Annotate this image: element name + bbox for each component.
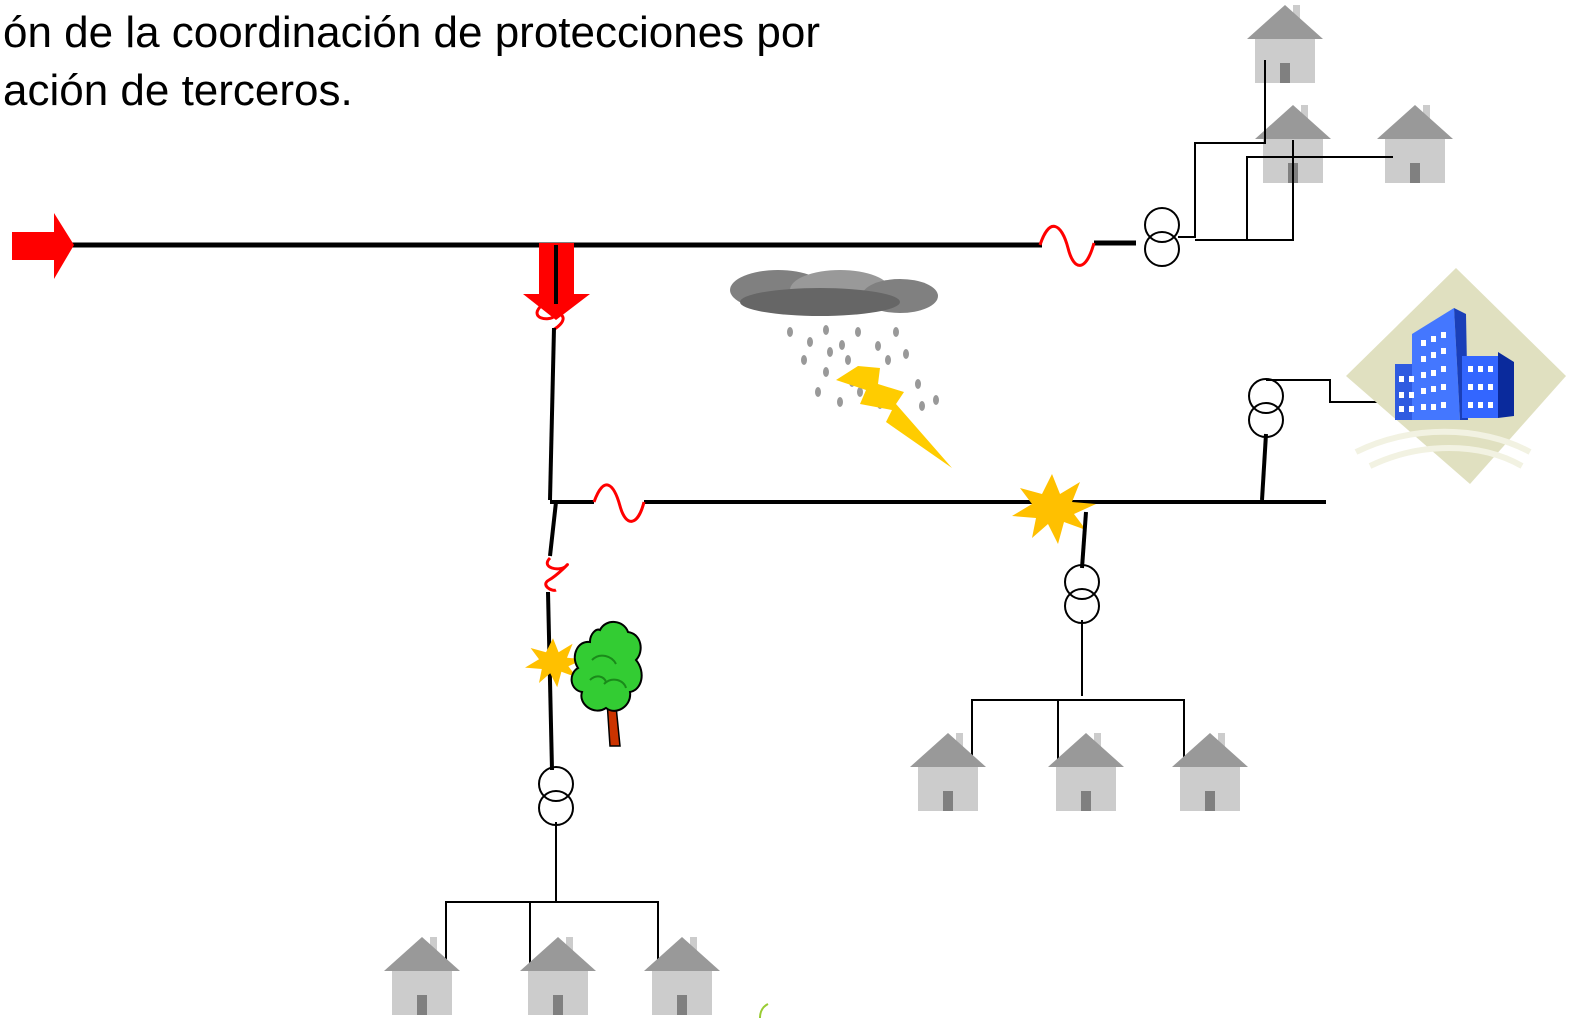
house-cluster-right: [910, 733, 1248, 811]
house-icon: [384, 937, 460, 1015]
house-icon: [644, 937, 720, 1015]
tap-line: [1260, 433, 1268, 501]
service-line-building: [1266, 379, 1396, 403]
arrow-right-icon: [12, 213, 74, 279]
lightning-icon: [836, 366, 952, 468]
transformer-icon: [1064, 564, 1100, 624]
title-line-2: ación de terceros.: [3, 66, 353, 115]
service-lines-right: [971, 620, 1185, 770]
fuse-icon: [535, 305, 565, 332]
office-building-icon: [1346, 268, 1566, 484]
sprout-icon: [759, 1003, 769, 1019]
service-lines-top-right: [1178, 60, 1393, 241]
house-icon: [1048, 733, 1124, 811]
tree-icon: [570, 621, 643, 747]
house-icon: [1377, 105, 1453, 183]
service-lines-bottom: [445, 822, 659, 976]
lateral-line: [546, 245, 558, 771]
transformer-icon: [1144, 207, 1180, 267]
house-icon: [1247, 5, 1323, 83]
transformer-icon: [538, 766, 574, 826]
fuse-icon: [1038, 224, 1096, 267]
house-cluster-bottom: [384, 937, 720, 1015]
fuse-icon: [544, 556, 569, 592]
slide-title: ón de la coordinación de protecciones po…: [3, 4, 820, 120]
storm-cloud-icon: [730, 270, 938, 316]
transformer-icon: [1248, 378, 1284, 438]
fuse-icon: [592, 483, 646, 523]
title-line-1: ón de la coordinación de protecciones po…: [3, 8, 820, 57]
tap-line: [1080, 511, 1088, 569]
house-icon: [910, 733, 986, 811]
main-feeder: [62, 240, 1136, 248]
house-icon: [520, 937, 596, 1015]
